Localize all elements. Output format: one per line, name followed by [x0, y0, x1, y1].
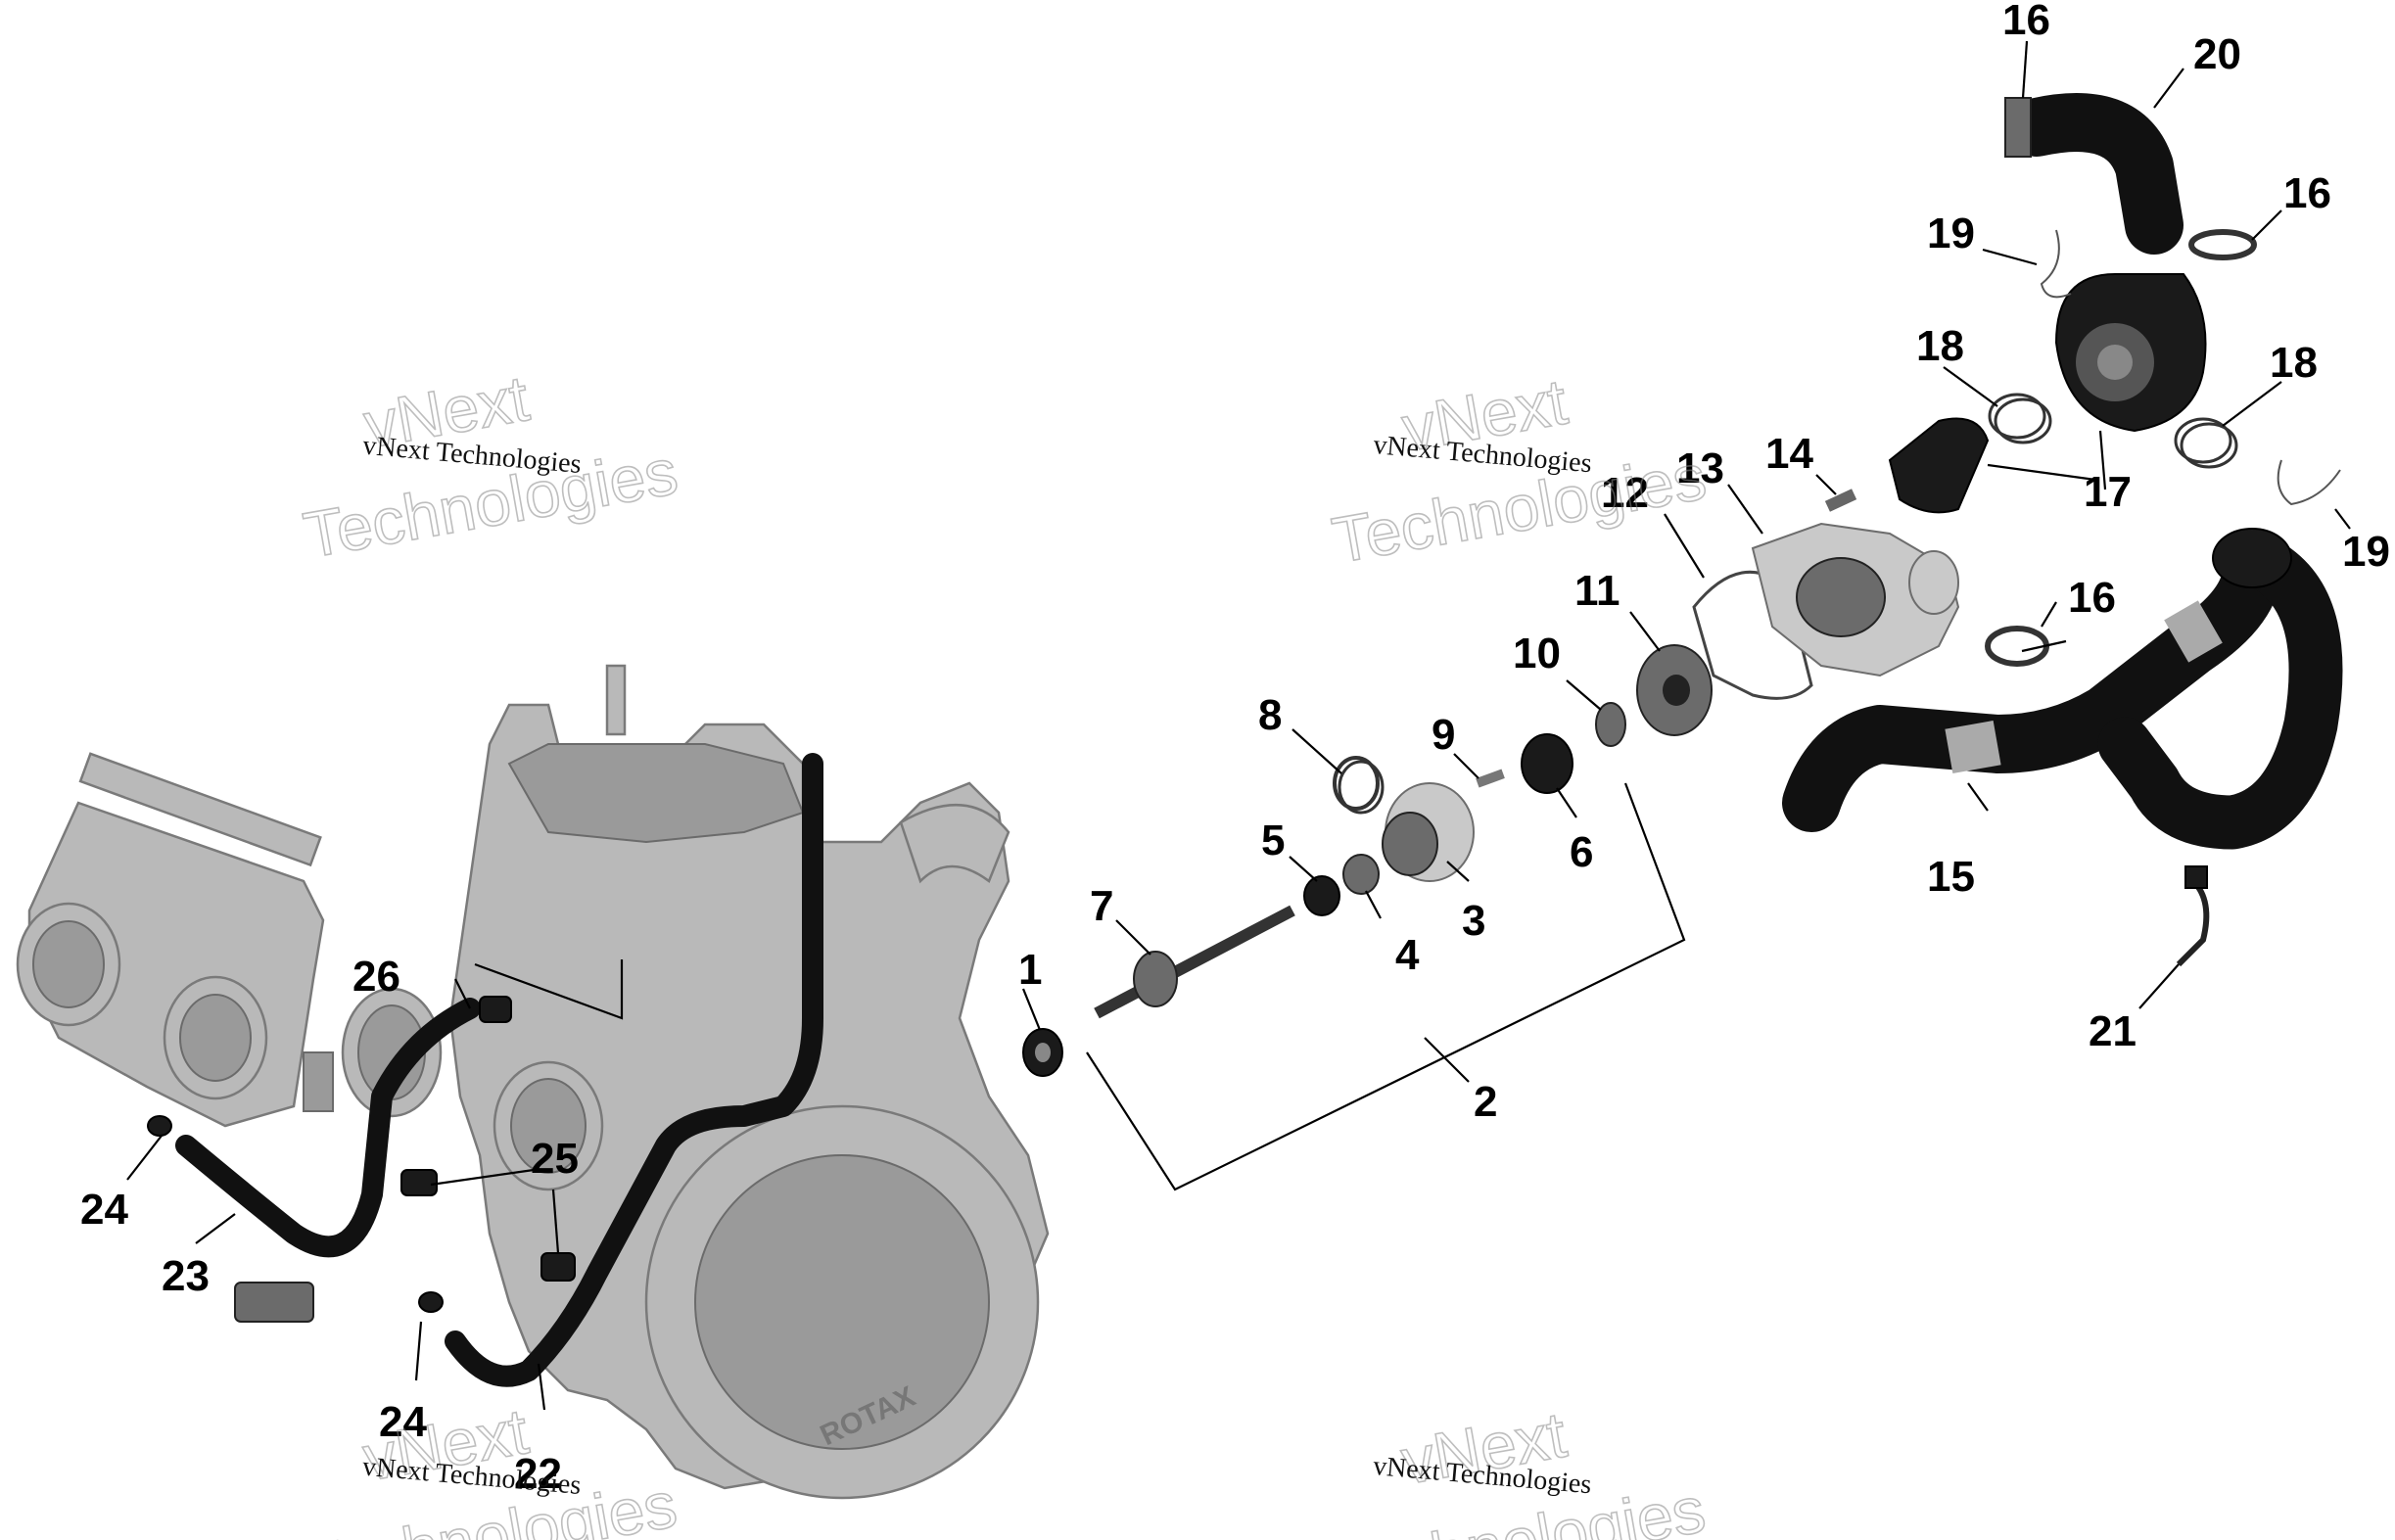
- callout-6: 6: [1570, 828, 1593, 876]
- hose-23: [175, 998, 481, 1258]
- callout-15: 15: [1927, 853, 1975, 901]
- callout-19-right: 19: [2342, 528, 2390, 576]
- callout-10: 10: [1513, 630, 1561, 677]
- callout-12: 12: [1601, 469, 1649, 517]
- callout-26: 26: [352, 953, 400, 1001]
- part-1-seal: [1022, 1028, 1063, 1077]
- part-21-connector: [2176, 865, 2210, 967]
- callout-11: 11: [1574, 567, 1620, 615]
- callout-23: 23: [162, 1252, 210, 1300]
- part-11-impeller: [1636, 644, 1713, 736]
- part-18-o-ring-left: [1988, 393, 2052, 444]
- callout-21: 21: [2089, 1007, 2137, 1055]
- part-16-clamp-right: [2188, 229, 2257, 260]
- part-4-bearing: [1342, 854, 1380, 895]
- callout-16-top: 16: [2002, 0, 2050, 44]
- part-9-screw: [1476, 769, 1505, 788]
- leader-lines: [126, 40, 2351, 1411]
- callout-20: 20: [2193, 30, 2241, 78]
- part-15-hose-assembly: [1782, 528, 2343, 850]
- part-6-seal: [1521, 733, 1573, 794]
- callout-2: 2: [1474, 1078, 1497, 1126]
- hose-22: [445, 753, 823, 1387]
- part-10-washer: [1595, 702, 1626, 747]
- callout-18-right: 18: [2270, 339, 2318, 387]
- callout-22: 22: [514, 1450, 562, 1498]
- callout-1: 1: [1018, 946, 1042, 994]
- part-19-wire-right: [2277, 459, 2341, 506]
- callout-13: 13: [1676, 444, 1724, 492]
- callout-5: 5: [1261, 817, 1285, 864]
- part-18-o-ring-right: [2174, 417, 2238, 469]
- callout-14: 14: [1765, 430, 1813, 478]
- callout-25: 25: [531, 1135, 579, 1183]
- fuel-rail-throttle-assembly: [16, 752, 334, 1128]
- callout-4: 4: [1395, 931, 1420, 979]
- part-7-shaft-gear: [1094, 905, 1295, 1019]
- part-20-elbow-hose: [2007, 93, 2184, 255]
- part-thermostat-housing: [2054, 273, 2207, 433]
- engine-block: ROTAX: [341, 664, 1050, 1500]
- part-3-housing-seal: [1382, 782, 1475, 882]
- callout-24-left: 24: [80, 1186, 128, 1234]
- callout-16-right: 16: [2283, 169, 2331, 217]
- part-8-o-ring: [1333, 756, 1385, 815]
- callout-17: 17: [2084, 468, 2132, 516]
- callout-7: 7: [1090, 882, 1113, 930]
- part-13-pump-cover: [1751, 522, 1960, 677]
- part-19-wire-left: [2040, 229, 2072, 299]
- callout-16-mid: 16: [2068, 574, 2116, 622]
- small-clamps-on-engine: [147, 996, 576, 1323]
- callout-3: 3: [1462, 897, 1485, 945]
- part-16-clamp-mid: [1985, 626, 2049, 667]
- callout-19-left: 19: [1927, 210, 1975, 257]
- callout-8: 8: [1258, 691, 1282, 739]
- callout-labels: 1 2 3 4 5 6 7 8 9 10 11 12 13 14 15 16 1…: [80, 0, 2390, 1498]
- callout-18-left: 18: [1916, 322, 1964, 370]
- part-5-bearing: [1303, 875, 1340, 916]
- part-16-clamp-top: [2004, 97, 2032, 158]
- watermark-bottom-center: vNext Technologies: [1326, 1397, 1712, 1540]
- callout-9: 9: [1432, 711, 1455, 759]
- part-14-bolt: [1824, 489, 1857, 512]
- part-17-thermostat: [1888, 417, 1990, 514]
- callout-24-bottom: 24: [379, 1398, 427, 1446]
